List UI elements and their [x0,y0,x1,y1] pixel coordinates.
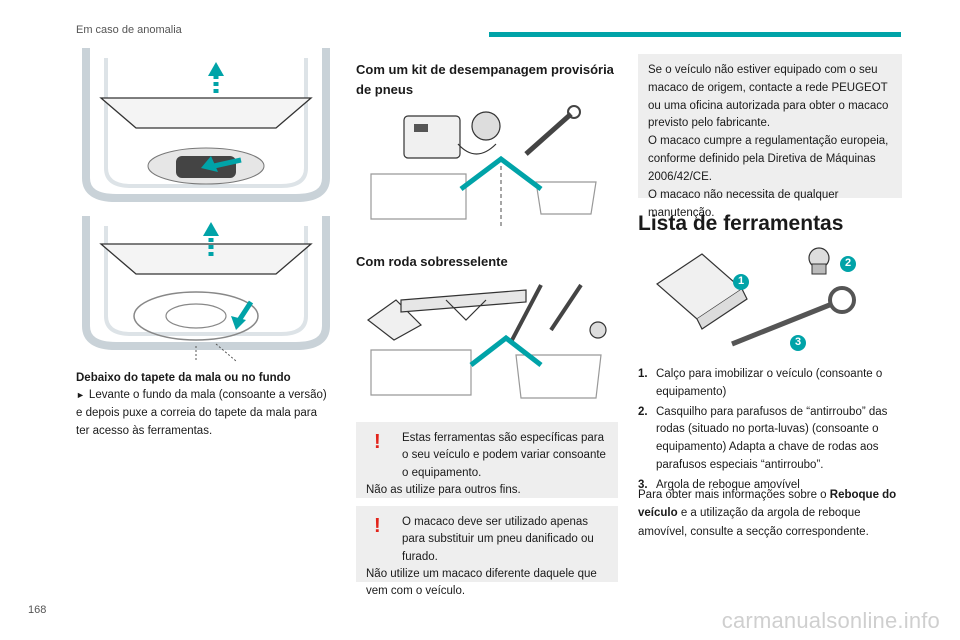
list-item: 1. Calço para imobilizar o veículo (cons… [638,368,883,398]
watermark: carmanualsonline.info [721,608,940,633]
tools-list: 1. Calço para imobilizar o veículo (cons… [638,366,906,497]
page-number: 168 [28,604,47,616]
jack-info-box: Se o veículo não estiver equipado com o … [638,54,902,219]
warning-icon: ! [374,431,381,453]
list-item: 3. Argola de reboque amovível [638,478,800,491]
repair-kit-illustration [366,104,616,234]
spare-heading: Com roda sobresselente [356,254,508,269]
towing-link-text: Reboque do veículo [638,489,897,520]
warning-box-tools: ! Estas ferramentas são específicas para… [356,422,618,498]
left-instruction: ►Levante o fundo da mala (consoante a ve… [76,389,327,437]
warning-icon: ! [374,515,381,537]
left-subhead: Debaixo do tapete da mala ou no fundo [76,372,291,384]
kit-heading: Com um kit de desempanagem provisória de… [356,62,614,97]
tools-illustration: 1 2 3 [652,244,872,354]
tools-list-heading: Lista de ferramentas [638,212,844,235]
badge-2: 2 [844,257,852,269]
badge-1: 1 [737,275,745,287]
badge-3: 3 [794,336,802,348]
towing-reference: Para obter mais informações sobre o Rebo… [638,489,897,538]
warning-box-jack: ! O macaco deve ser utilizado apenas par… [356,506,618,597]
spare-wheel-tools-illustration [366,280,616,410]
trunk-illustration-bottom [76,216,336,366]
list-item: 2. Casquilho para parafusos de “antirrou… [638,405,888,472]
section-title: Em caso de anomalia [76,24,182,36]
header-accent-bar [489,32,901,37]
arrow-bullet-icon: ► [76,390,85,401]
left-text-block: Debaixo do tapete da mala ou no fundo ►L… [76,370,332,441]
trunk-illustration-top [76,48,336,208]
